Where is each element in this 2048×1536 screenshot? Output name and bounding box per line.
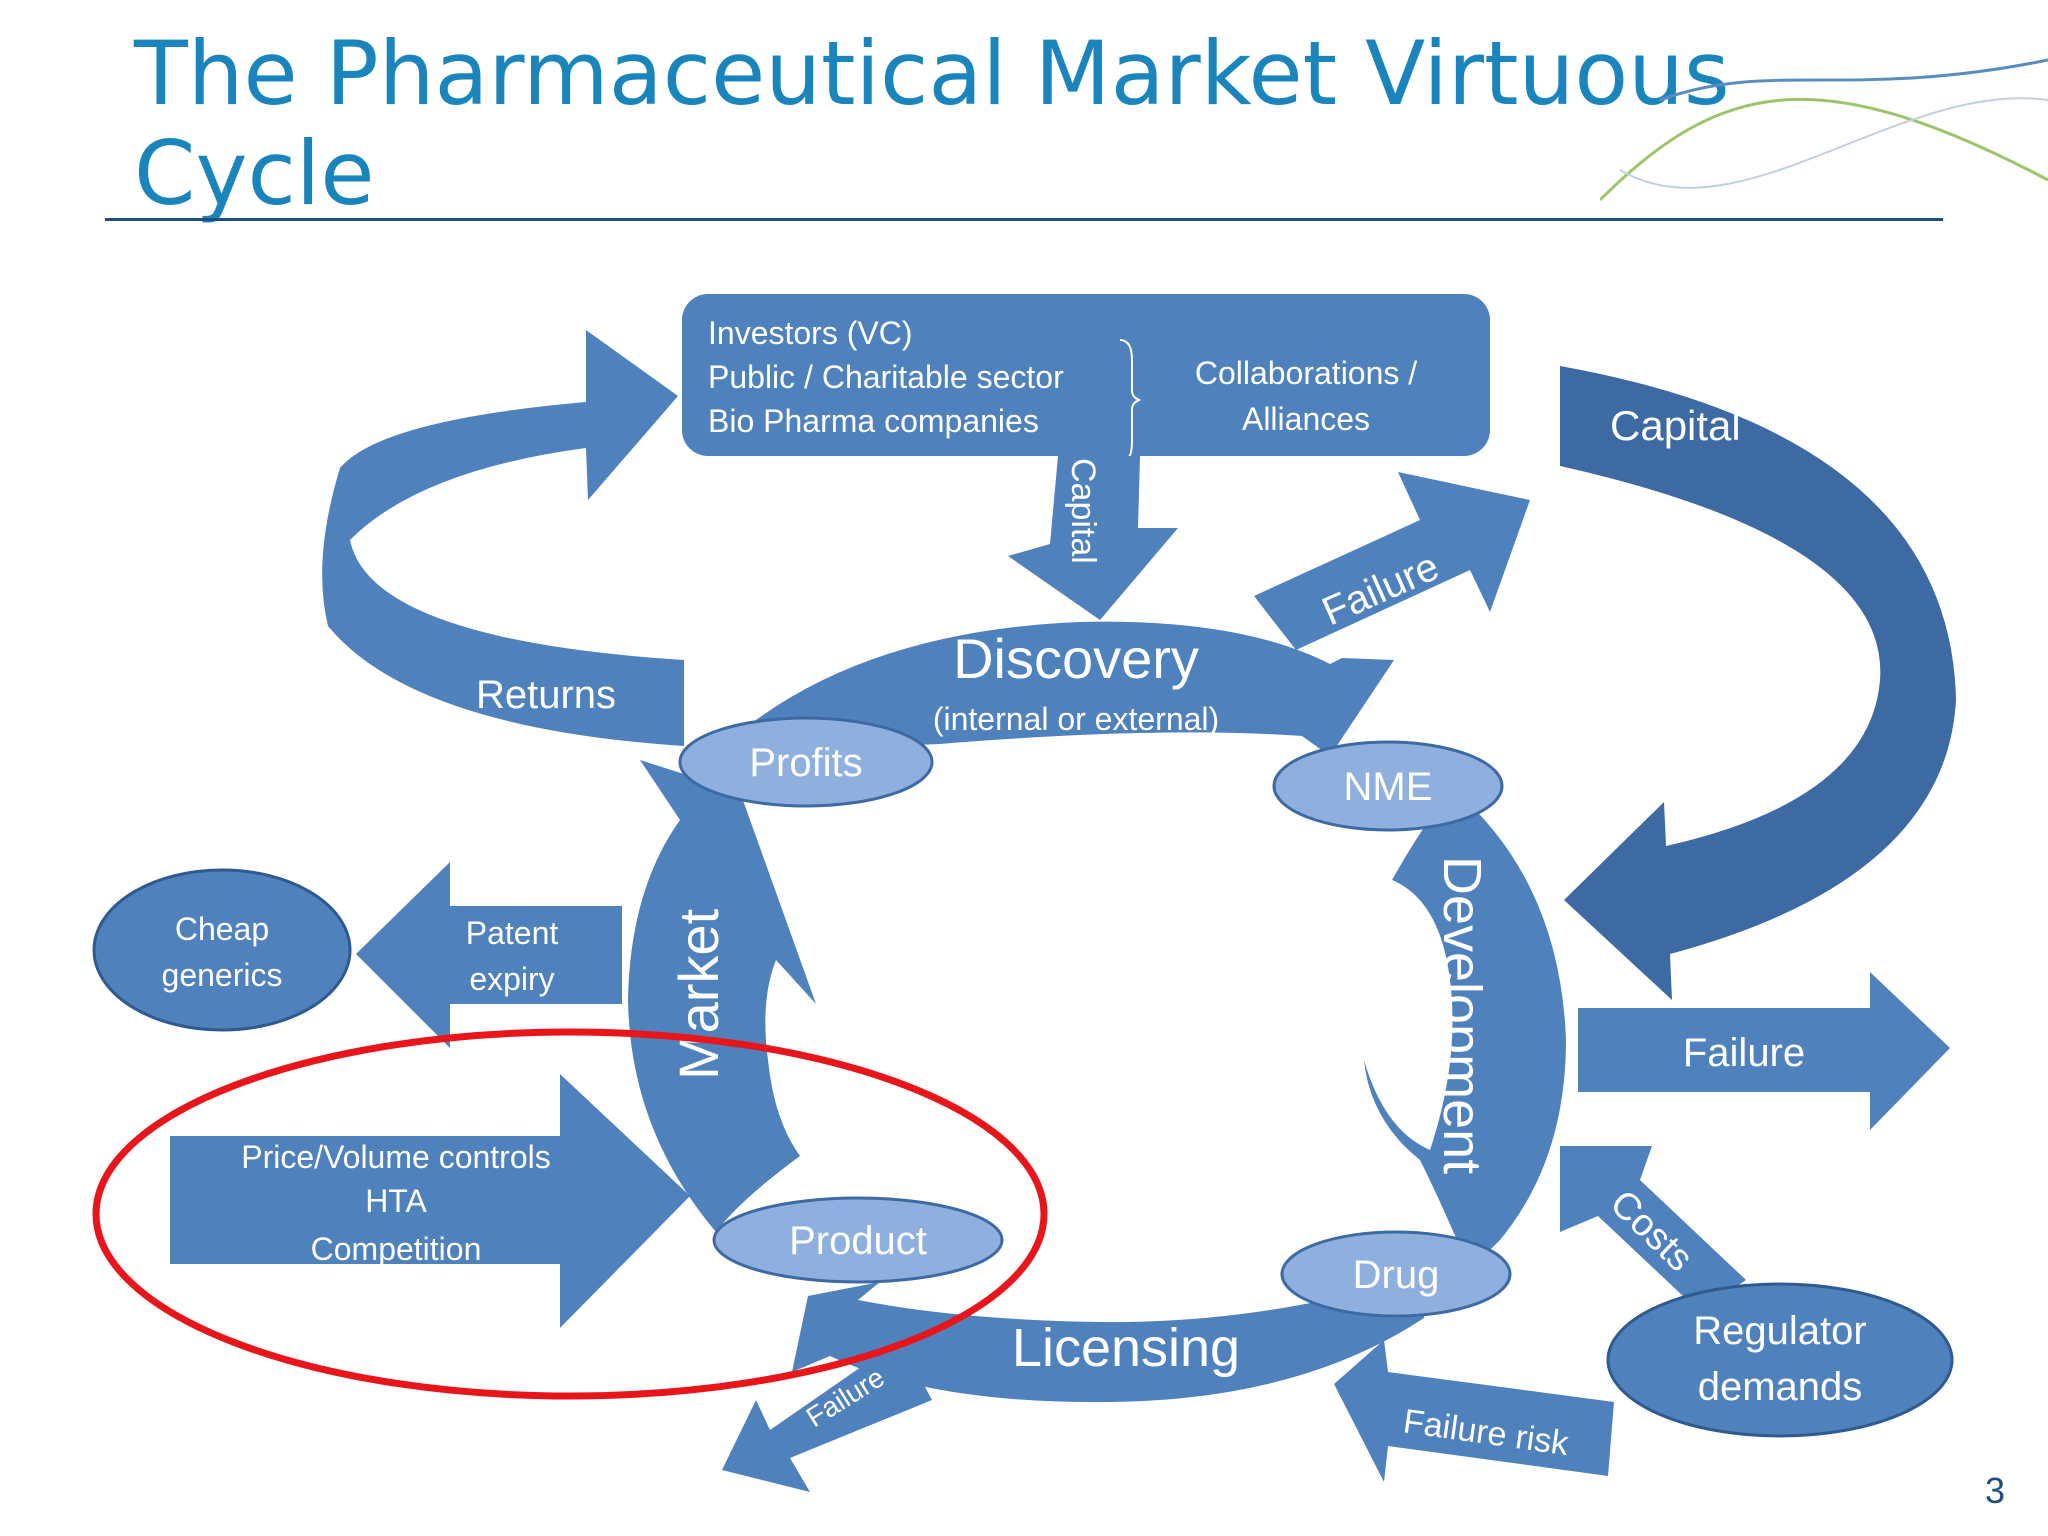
regulator-line2: demands — [1698, 1365, 1863, 1409]
funder-biopharma: Bio Pharma companies — [708, 403, 1039, 439]
funders-brace — [1119, 339, 1141, 459]
failure-right-arrow — [1578, 972, 1950, 1130]
highlight-ring — [92, 1028, 1048, 1400]
market-arrow — [628, 760, 816, 1232]
discovery-sub-label: (internal or external) — [933, 701, 1219, 737]
patent-expiry-arrow — [356, 862, 622, 1048]
development-label: Development — [1432, 856, 1492, 1174]
controls-line2: HTA — [365, 1183, 427, 1219]
development-arrow — [1364, 788, 1566, 1270]
failure-risk-arrow — [1334, 1340, 1614, 1482]
returns-arrow — [322, 330, 684, 746]
page-title: The Pharmaceutical Market Virtuous Cycle — [134, 22, 1730, 225]
controls-arrow — [170, 1074, 690, 1328]
licensing-arrow — [792, 1276, 1424, 1403]
profits-label: Profits — [749, 741, 862, 785]
failure-top-arrow — [1254, 472, 1530, 650]
patent-line2: expiry — [469, 961, 554, 997]
title-rule — [105, 218, 1943, 221]
regulator-demands-node — [1606, 1282, 1954, 1438]
cheap-line1: Cheap — [175, 911, 269, 947]
regulator-line1: Regulator — [1693, 1309, 1866, 1353]
controls-line3: Competition — [311, 1231, 482, 1267]
discovery-arrow — [756, 621, 1394, 756]
controls-line1: Price/Volume controls — [241, 1139, 550, 1175]
costs-arrow — [1560, 1146, 1746, 1312]
licensing-label: Licensing — [1012, 1318, 1240, 1378]
capital-side-label: Capital — [1610, 402, 1741, 449]
profits-node — [678, 716, 934, 808]
returns-label: Returns — [476, 673, 616, 717]
funder-public: Public / Charitable sector — [708, 359, 1064, 395]
capital-side-arrow — [1560, 366, 1956, 1000]
cheap-generics-node — [92, 868, 352, 1032]
decorative-waves — [1600, 58, 2048, 202]
nme-label: NME — [1344, 765, 1433, 809]
capital-down-label: Capital — [1064, 458, 1102, 564]
funder-investors: Investors (VC) — [708, 315, 912, 351]
discovery-label: Discovery — [953, 627, 1199, 690]
product-node — [712, 1196, 1004, 1284]
failure-bottom-arrow — [722, 1340, 932, 1492]
product-label: Product — [789, 1219, 927, 1263]
funders-box — [682, 294, 1490, 456]
drug-node — [1280, 1230, 1512, 1318]
page-number: 3 — [1985, 1470, 2006, 1511]
collab-line1: Collaborations / — [1195, 355, 1417, 391]
market-label: Market — [667, 908, 730, 1080]
patent-line1: Patent — [466, 915, 559, 951]
capital-down-arrow — [1008, 456, 1178, 620]
drug-label: Drug — [1353, 1253, 1440, 1297]
collab-line2: Alliances — [1242, 401, 1370, 437]
failure-right-label: Failure — [1683, 1031, 1805, 1075]
nme-node — [1272, 740, 1504, 832]
cheap-line2: generics — [162, 957, 283, 993]
